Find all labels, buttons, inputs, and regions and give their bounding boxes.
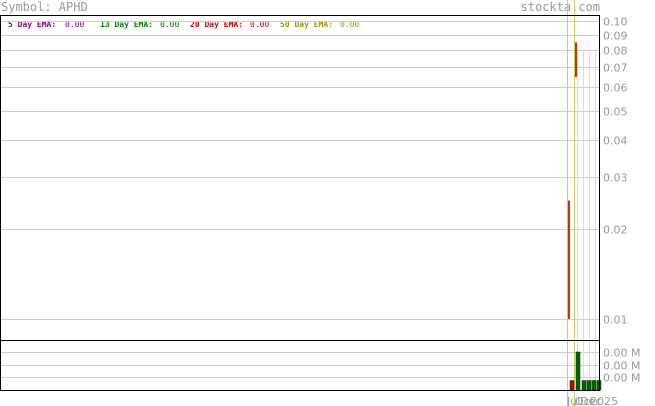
price-tick-label: 0.02 bbox=[603, 224, 628, 237]
legend-ema50-label: 50 Day EMA: bbox=[280, 20, 333, 29]
vertical-grid bbox=[577, 50, 596, 390]
volume-bar bbox=[586, 380, 592, 391]
x-tick-label: Dec bbox=[580, 395, 601, 406]
x-tick-label: 2025 bbox=[590, 395, 618, 406]
vertical-markers bbox=[567, 0, 575, 406]
volume-tick-label: 0.00 M bbox=[603, 360, 640, 373]
price-tick-label: 0.05 bbox=[603, 106, 628, 119]
legend-ema13-value: 0.00 bbox=[160, 20, 179, 29]
price-tick-label: 0.06 bbox=[603, 82, 628, 95]
price-bar bbox=[575, 42, 577, 77]
legend-ema50-value: 0.00 bbox=[340, 20, 359, 29]
price-tick-label: 0.07 bbox=[603, 62, 628, 75]
legend-ema5-label: 5 Day EMA: bbox=[8, 20, 56, 29]
volume-bar bbox=[581, 380, 587, 391]
legend-ema20-value: 0.00 bbox=[250, 20, 269, 29]
price-tick-label: 0.03 bbox=[603, 172, 628, 185]
volume-bar bbox=[569, 380, 575, 391]
volume-tick-label: 0.00 M bbox=[603, 347, 640, 360]
volume-grid bbox=[0, 352, 600, 378]
price-tick-label: 0.04 bbox=[603, 135, 628, 148]
x-tick-label: Oct bbox=[575, 395, 595, 406]
legend-ema13-label: 13 Day EMA: bbox=[100, 20, 153, 29]
price-tick-label: 0.01 bbox=[603, 314, 628, 327]
price-bars bbox=[568, 42, 577, 319]
volume-bar bbox=[591, 380, 597, 391]
price-bar bbox=[568, 200, 570, 319]
site-label: stockta.com bbox=[521, 0, 600, 14]
ema-legend: 5 Day EMA: 0.00 13 Day EMA: 0.00 20 Day … bbox=[8, 20, 359, 29]
price-tick-label: 0.08 bbox=[603, 45, 628, 58]
x-tick-label: Jul bbox=[566, 395, 580, 406]
price-tick-labels: 0.01 0.02 0.03 0.04 0.05 0.06 0.07 0.08 0.090.10 bbox=[603, 16, 628, 327]
volume-tick-label: 0.00 M bbox=[603, 372, 640, 385]
legend-ema5-value: 0.00 bbox=[65, 20, 84, 29]
volume-panel-frame bbox=[0, 340, 600, 391]
volume-tick-labels: 0.00 M0.00 M0.00 M bbox=[603, 347, 640, 385]
legend-ema20-label: 20 Day EMA: bbox=[190, 20, 243, 29]
symbol-label: Symbol: APHD bbox=[1, 0, 88, 14]
price-tick-label: 0.09 bbox=[603, 30, 628, 43]
price-grid bbox=[0, 21, 600, 320]
volume-bar bbox=[575, 351, 581, 391]
price-tick-label: 0.10 bbox=[603, 16, 628, 29]
